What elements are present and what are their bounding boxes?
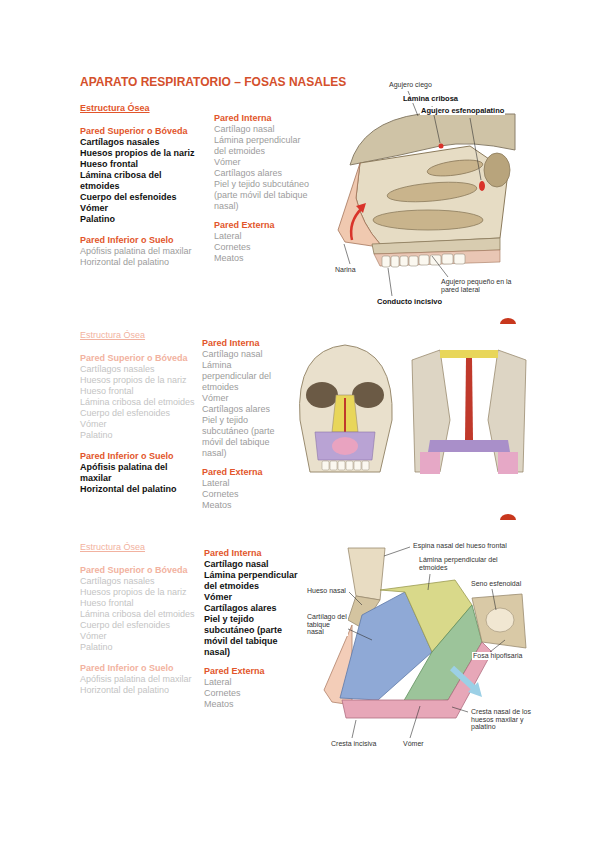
- bone-item: Palatino: [80, 642, 218, 653]
- bone-item: Huesos propios de la nariz: [80, 148, 212, 159]
- bone-item: Piel y tejido subcutáneo (parte móvil de…: [204, 614, 302, 658]
- bone-item: Apófisis palatina del maxilar: [80, 462, 180, 484]
- bone-item: Horizontal del palatino: [80, 484, 218, 495]
- section-heading: Estructura Ósea: [80, 330, 218, 341]
- figure-label: Cresta nasal de los huesos maxilar y pal…: [470, 708, 538, 731]
- bone-item: Horizontal del palatino: [80, 257, 212, 268]
- bone-item: Cuerpo del esfenoides: [80, 408, 218, 419]
- figure-label: Hueso nasal: [306, 587, 347, 595]
- bone-item: Cartílago nasal: [214, 124, 310, 135]
- bone-item: Hueso frontal: [80, 386, 218, 397]
- bone-item: Cornetes: [202, 489, 286, 500]
- bone-item: Huesos propios de la nariz: [80, 587, 218, 598]
- coronal-section-illustration: [412, 350, 526, 474]
- text-column: Estructura ÓseaPared Superior o BóvedaCa…: [80, 330, 218, 495]
- figure-label: Cartílago del tabique nasal: [306, 613, 348, 636]
- section-heading: Estructura Ósea: [80, 542, 218, 553]
- bone-item: Lámina cribosa del etmoides: [80, 397, 218, 408]
- bone-item: Lateral: [202, 478, 286, 489]
- bone-item: Hueso frontal: [80, 159, 212, 170]
- wall-heading: Pared Inferior o Suelo: [80, 451, 218, 462]
- wall-heading: Pared Externa: [202, 467, 286, 478]
- figure-label: Conducto incisivo: [376, 298, 443, 306]
- text-column: Estructura ÓseaPared Superior o BóvedaCa…: [80, 103, 212, 268]
- bone-item: Vómer: [80, 203, 212, 214]
- bone-item: Cartílagos alares: [214, 168, 310, 179]
- bone-item: Vómer: [204, 592, 302, 603]
- bone-item: Palatino: [80, 214, 212, 225]
- bone-item: Cartílagos alares: [204, 603, 302, 614]
- section-heading: Estructura Ósea: [80, 103, 212, 114]
- bone-item: Meatos: [214, 253, 310, 264]
- bone-item: Cartílagos nasales: [80, 576, 218, 587]
- bone-item: Hueso frontal: [80, 598, 218, 609]
- wall-heading: Pared Interna: [214, 113, 310, 124]
- bone-item: Cornetes: [204, 688, 302, 699]
- bone-item: Piel y tejido subcutáneo (parte móvil de…: [214, 179, 310, 212]
- wall-heading: Pared Superior o Bóveda: [80, 126, 212, 137]
- figure-label: Agujero pequeño en la pared lateral: [440, 278, 516, 293]
- bone-item: Cuerpo del esfenoides: [80, 192, 212, 203]
- bone-item: Cartílago nasal: [202, 349, 286, 360]
- figure-label: Lámina cribosa: [402, 95, 459, 103]
- figure-label: Lámina perpendicular del etmoides: [418, 556, 504, 571]
- text-column: Pared InternaCartílago nasalLámina perpe…: [202, 338, 286, 511]
- skull-front-illustration: [300, 345, 393, 472]
- bone-item: Lateral: [214, 231, 310, 242]
- wall-heading: Pared Externa: [214, 220, 310, 231]
- bone-item: Palatino: [80, 430, 218, 441]
- bone-item: Cuerpo del esfenoides: [80, 620, 218, 631]
- bone-item: Apófisis palatina del maxilar: [80, 246, 212, 257]
- bone-item: Lámina cribosa del etmoides: [80, 609, 218, 620]
- text-column: Pared InternaCartílago nasalLámina perpe…: [214, 113, 310, 264]
- bone-item: Huesos propios de la nariz: [80, 375, 218, 386]
- wall-heading: Pared Interna: [202, 338, 286, 349]
- bone-item: Cornetes: [214, 242, 310, 253]
- bone-item: Lámina perpendicular del etmoides: [202, 360, 286, 393]
- lateral-wall-illustration: [338, 91, 515, 296]
- bone-item: Vómer: [80, 419, 218, 430]
- bone-item: Lámina perpendicular del etmoides: [204, 570, 302, 592]
- wall-heading: Pared Externa: [204, 666, 302, 677]
- wall-heading: Pared Interna: [204, 548, 302, 559]
- wall-heading: Pared Inferior o Suelo: [80, 663, 218, 674]
- figure-label: Cresta incisiva: [330, 740, 378, 748]
- bone-item: Meatos: [202, 500, 286, 511]
- text-column: Pared InternaCartílago nasalLámina perpe…: [204, 548, 302, 710]
- bone-item: Cartílago nasal: [204, 559, 302, 570]
- bone-item: Lámina cribosa del etmoides: [80, 170, 192, 192]
- figure-label: Narina: [334, 266, 357, 274]
- bone-item: Meatos: [204, 699, 302, 710]
- bone-item: Piel y tejido subcutáneo (parte móvil de…: [202, 415, 286, 459]
- figure-label: Espina nasal del hueso frontal: [412, 542, 508, 550]
- page-title: APARATO RESPIRATORIO – FOSAS NASALES: [80, 75, 346, 89]
- figure-label: Agujero esfenopalatino: [420, 107, 505, 115]
- bone-item: Vómer: [202, 393, 286, 404]
- bone-item: Apófisis palatina del maxilar: [80, 674, 218, 685]
- bone-item: Vómer: [214, 157, 310, 168]
- wall-heading: Pared Superior o Bóveda: [80, 353, 218, 364]
- text-column: Estructura ÓseaPared Superior o BóvedaCa…: [80, 542, 218, 696]
- bone-item: Cartílagos nasales: [80, 137, 212, 148]
- logo-mark: [500, 318, 516, 324]
- logo-mark: [500, 514, 516, 520]
- bone-item: Cartílagos alares: [202, 404, 286, 415]
- bone-item: Lámina perpendicular del etmoides: [214, 135, 310, 157]
- figure-label: Vómer: [402, 740, 425, 748]
- figure-label: Fosa hipofisaria: [472, 652, 523, 660]
- bone-item: Lateral: [204, 677, 302, 688]
- wall-heading: Pared Inferior o Suelo: [80, 235, 212, 246]
- bone-item: Cartílagos nasales: [80, 364, 218, 375]
- bone-item: Horizontal del palatino: [80, 685, 218, 696]
- figure-label: Seno esfenoidal: [470, 580, 522, 588]
- bone-item: Vómer: [80, 631, 218, 642]
- figure-label: Agujero ciego: [388, 81, 433, 89]
- wall-heading: Pared Superior o Bóveda: [80, 565, 218, 576]
